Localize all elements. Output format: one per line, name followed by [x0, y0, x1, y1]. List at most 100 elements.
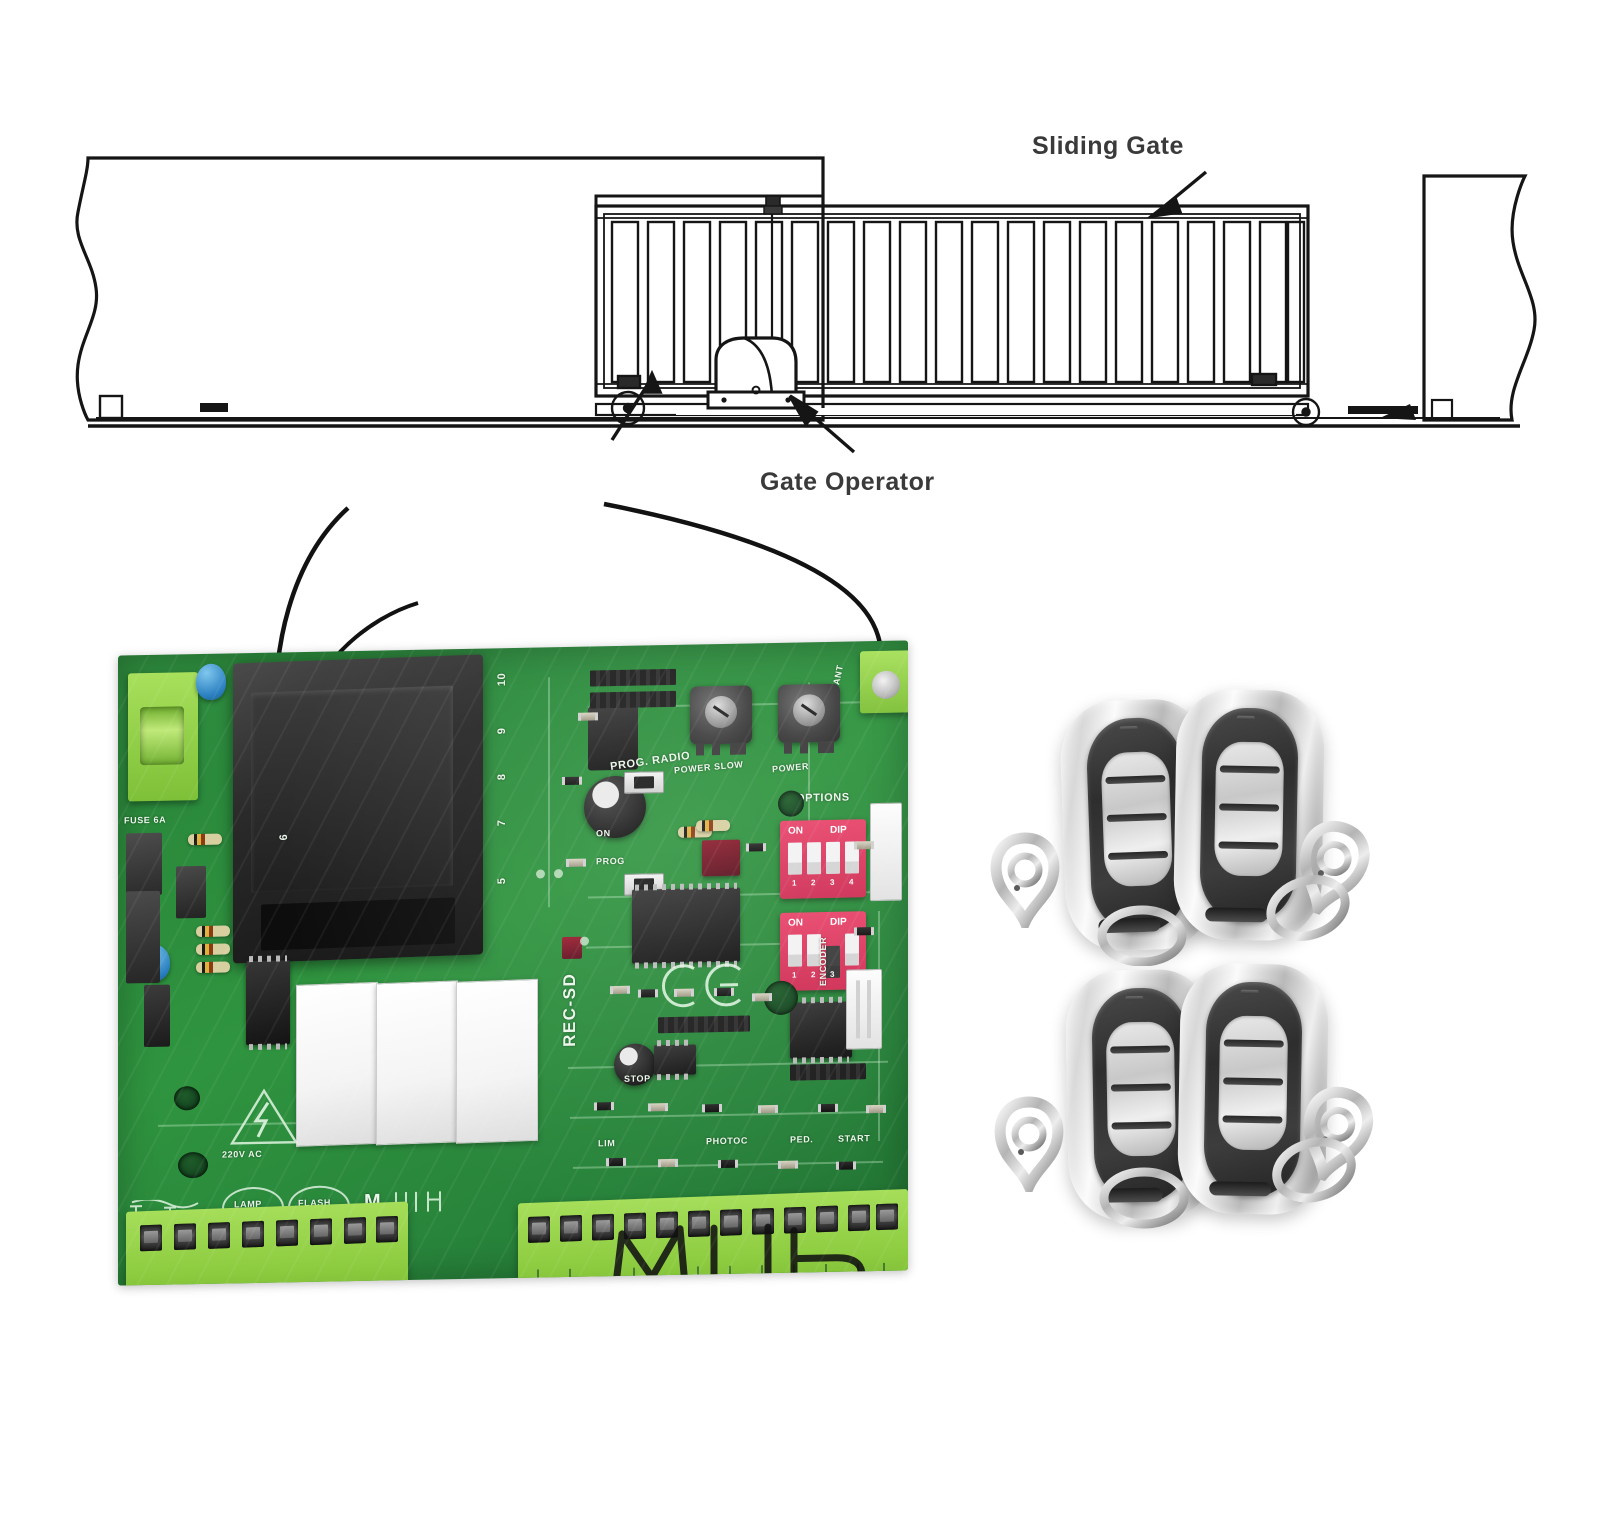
keyring-clip-bottom-left [991, 1096, 1067, 1200]
mounting-hole-1 [778, 790, 804, 817]
remote-controls-group [975, 680, 1435, 1240]
output-terminal-block[interactable] [126, 1201, 408, 1286]
left-wall-post-foot [98, 394, 124, 420]
sliding-gate-installation-diagram: Sliding Gate Gate Operator [0, 0, 1600, 500]
mounting-hole-4 [174, 1086, 200, 1111]
remote-led-icon [1240, 989, 1259, 995]
power-label: POWER [771, 761, 810, 775]
high-voltage-warning-icon [228, 1086, 300, 1147]
dip-switch-1[interactable]: ON DIP 1 2 3 4 [780, 819, 866, 899]
relay-1 [296, 981, 378, 1147]
gate-frame-inner [603, 213, 1301, 389]
driver-ic [790, 1001, 852, 1059]
microcontroller-ic [632, 887, 740, 964]
resistor-3 [196, 943, 230, 956]
gate-pickets [610, 220, 1306, 384]
gate-operator-leader [610, 369, 856, 454]
remote-led-icon [1125, 995, 1144, 1001]
usb-connector[interactable] [870, 802, 902, 902]
fuse-holder [126, 832, 162, 896]
transformer [233, 654, 483, 964]
voltage-tap-8: 8 [496, 773, 508, 781]
dip1-num-1: 1 [792, 878, 797, 888]
remote-button-3[interactable] [1111, 1121, 1172, 1130]
remote-button-3[interactable] [1218, 841, 1279, 850]
dip2-dip-label: DIP [830, 916, 847, 928]
heatsink [126, 890, 160, 984]
remote-button-4[interactable] [1209, 1181, 1272, 1197]
on-label-1: ON [596, 828, 611, 839]
gate-upper-arm [594, 194, 823, 206]
red-component [562, 936, 582, 960]
keyring-clip-top-right [1280, 811, 1382, 926]
remote-keypad[interactable] [1213, 741, 1285, 877]
mains-voltage-label: 220V AC [222, 1148, 263, 1160]
remote-keypad[interactable] [1105, 1021, 1177, 1157]
dip2-num-1: 1 [792, 970, 797, 980]
resistor-2 [196, 925, 230, 938]
start-label: START [838, 1133, 871, 1144]
ped-label: PED. [790, 1134, 814, 1145]
sliding-gate-label: Sliding Gate [1032, 132, 1184, 160]
remote-button-2[interactable] [1110, 1083, 1171, 1092]
remote-button-2[interactable] [1219, 803, 1280, 812]
fuse-label: FUSE 6A [124, 814, 167, 826]
power-slow-trimpot[interactable] [690, 685, 752, 756]
remote-keypad[interactable] [1217, 1015, 1289, 1151]
remote-button-1[interactable] [1105, 774, 1166, 785]
voltage-tap-6: 6 [278, 833, 290, 841]
remote-button-1[interactable] [1223, 1039, 1284, 1048]
remote-led-icon [1119, 725, 1138, 731]
remote-button-2[interactable] [1106, 812, 1167, 823]
dip2-num-3: 3 [830, 969, 835, 979]
dip1-on-label: ON [788, 825, 803, 837]
encoder-label: ENCODER [818, 936, 828, 987]
keyring-ring-top-right [1261, 870, 1355, 942]
dip1-num-2: 2 [811, 878, 816, 888]
mov-varistor [144, 984, 170, 1048]
red-relay-module [702, 839, 740, 877]
pin-header-2 [590, 690, 676, 709]
remote-button-1[interactable] [1219, 765, 1280, 774]
dip2-num-2: 2 [811, 970, 816, 980]
remote-keypad[interactable] [1100, 750, 1174, 888]
gate-operator-motor [706, 336, 806, 410]
keyring-clip-top-left [987, 832, 1063, 936]
blue-capacitor-1 [196, 663, 226, 701]
voltage-tap-10: 10 [496, 672, 508, 687]
gate-diagram-svg [75, 156, 1537, 454]
remote-button-3[interactable] [1107, 850, 1169, 861]
resistor-1 [188, 833, 222, 846]
dip1-num-4: 4 [849, 877, 854, 887]
prog-radio-button[interactable] [624, 771, 664, 794]
remote-button-4[interactable] [1205, 907, 1268, 923]
mains-input-terminal[interactable] [128, 672, 198, 802]
remote-button-2[interactable] [1223, 1077, 1284, 1086]
gate-rollers [610, 372, 1321, 427]
voltage-tap-5: 5 [496, 877, 508, 885]
pin-header-3 [790, 1063, 866, 1081]
dip1-dip-label: DIP [830, 824, 847, 836]
antenna-terminal[interactable] [860, 650, 908, 714]
board-model-label: REC-SD [560, 972, 579, 1048]
voltage-tap-9: 9 [496, 727, 508, 735]
pin-header-4 [658, 1015, 750, 1034]
remote-led-icon [1236, 715, 1255, 721]
ce-mark-icon [658, 961, 748, 1009]
remote-button-1[interactable] [1110, 1045, 1171, 1054]
mounting-hole-3 [178, 1151, 208, 1179]
pcb-substrate: 10 9 8 7 6 5 FUSE 6A [118, 640, 908, 1286]
keyring-ring-bottom-right [1267, 1132, 1361, 1204]
rectifier [176, 865, 206, 919]
remote-button-3[interactable] [1222, 1115, 1283, 1124]
eeprom-ic [654, 1044, 696, 1076]
resistor-4 [196, 961, 230, 974]
power-trimpot[interactable] [778, 683, 840, 754]
right-wall [1422, 174, 1537, 422]
control-board: 10 9 8 7 6 5 FUSE 6A [118, 498, 938, 1308]
relay-2 [376, 980, 458, 1146]
encoder-connector[interactable] [846, 968, 882, 1050]
stop-label: STOP [624, 1073, 651, 1084]
voltage-tap-7: 7 [496, 819, 508, 827]
antenna-label: ANT [831, 663, 846, 686]
